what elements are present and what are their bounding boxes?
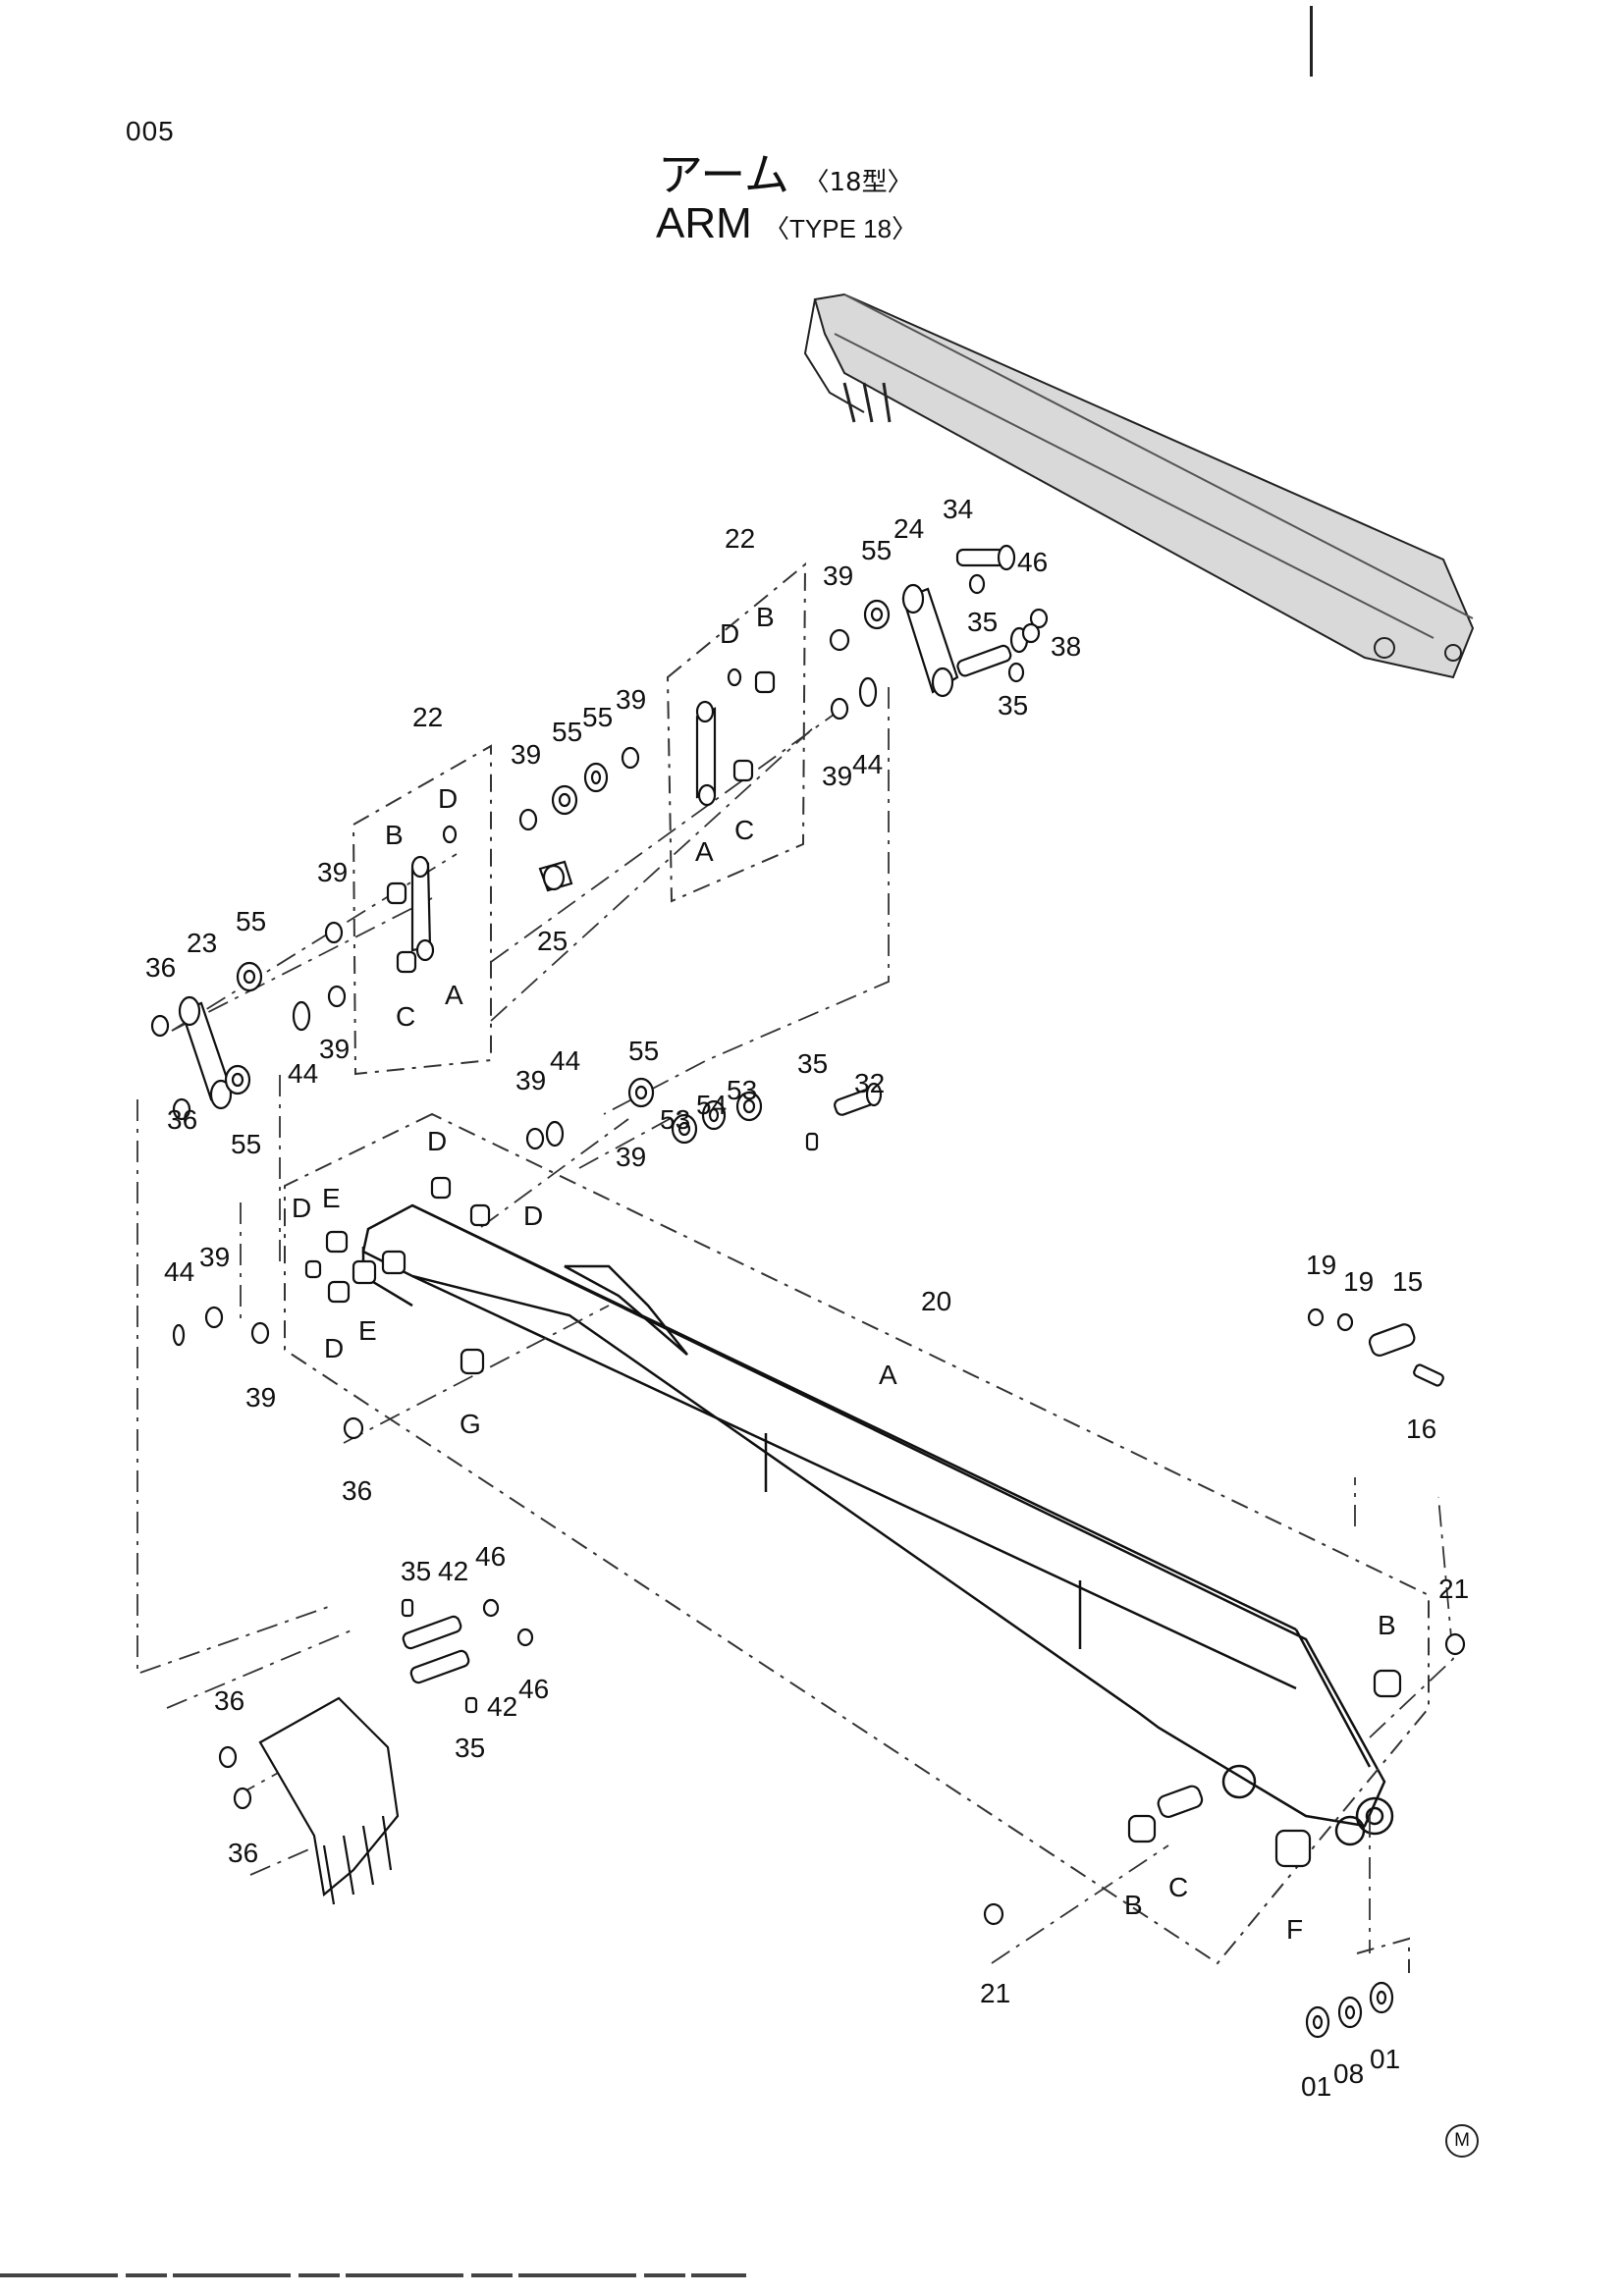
- callout: F: [1286, 1914, 1303, 1945]
- callout: 53: [660, 1104, 690, 1135]
- callout: 01: [1370, 2044, 1400, 2074]
- callout: 39: [199, 1242, 230, 1272]
- callout: B: [756, 602, 775, 632]
- margin-rule: [1310, 6, 1313, 77]
- callout: 35: [455, 1733, 485, 1763]
- title-ja-main: アーム: [658, 148, 789, 201]
- callout: 24: [893, 513, 924, 544]
- callout: 35: [967, 607, 998, 637]
- callout: 19: [1343, 1266, 1374, 1297]
- title-japanese: アーム 〈18型〉: [658, 139, 913, 204]
- callout: 21: [980, 1978, 1010, 2008]
- page-number: 005: [126, 116, 175, 146]
- callout: 21: [1438, 1574, 1469, 1604]
- callout: A: [445, 980, 463, 1010]
- callout: 16: [1406, 1414, 1436, 1444]
- callout: 38: [1051, 631, 1081, 662]
- title-en-sub: 〈TYPE 18〉: [764, 214, 918, 243]
- title-en-main: ARM: [656, 199, 752, 247]
- callout: 22: [412, 702, 443, 732]
- callout: 46: [518, 1674, 549, 1704]
- callout: 23: [187, 928, 217, 958]
- leader-lines: [136, 687, 1454, 1964]
- callout: 54: [696, 1090, 727, 1120]
- callout-labels: 34 46 35 38 35 24 55 39 22 B D 39 44 C A…: [145, 494, 1469, 2102]
- callout: 46: [475, 1541, 506, 1572]
- callout: 20: [921, 1286, 951, 1316]
- group-boundaries: [284, 561, 1430, 1973]
- callout: 55: [236, 906, 266, 936]
- arm-body: [361, 1203, 1394, 1846]
- callout: 55: [861, 535, 892, 565]
- callout: 42: [438, 1556, 468, 1586]
- callout: 42: [487, 1691, 517, 1722]
- footer-rule: [0, 2273, 746, 2277]
- callout: 55: [552, 717, 582, 747]
- callout: 22: [725, 523, 755, 554]
- callout: 39: [515, 1065, 546, 1095]
- parts: [150, 544, 1466, 2039]
- callout: A: [695, 836, 714, 867]
- callout: 55: [582, 702, 613, 732]
- callout: 39: [616, 684, 646, 715]
- callout: 44: [852, 749, 883, 779]
- callout: 36: [145, 952, 176, 983]
- callout: C: [396, 1001, 415, 1032]
- callout: 39: [319, 1034, 350, 1064]
- callout: 36: [342, 1475, 372, 1506]
- callout: 39: [616, 1142, 646, 1172]
- callout: D: [720, 618, 739, 649]
- callout: 36: [167, 1104, 197, 1135]
- arm-overview-thumbnail: [803, 293, 1475, 679]
- callout: B: [1124, 1890, 1143, 1920]
- callout: 39: [317, 857, 348, 887]
- callout: 35: [401, 1556, 431, 1586]
- callout: 55: [231, 1129, 261, 1159]
- callout: D: [324, 1333, 344, 1363]
- callout: B: [1378, 1610, 1396, 1640]
- callout: 36: [214, 1685, 244, 1716]
- callout: D: [292, 1193, 311, 1223]
- callout: 35: [998, 690, 1028, 721]
- title-ja-sub: 〈18型〉: [803, 168, 913, 197]
- callout: 46: [1017, 547, 1048, 577]
- callout: A: [879, 1360, 897, 1390]
- callout: 35: [797, 1048, 828, 1079]
- callout: 39: [511, 739, 541, 770]
- callout: D: [427, 1126, 447, 1156]
- callout: 36: [228, 1838, 258, 1868]
- model-mark-icon: M: [1445, 2124, 1479, 2158]
- title-english: ARM 〈TYPE 18〉: [656, 199, 917, 248]
- callout: G: [460, 1409, 481, 1439]
- callout: E: [358, 1315, 377, 1346]
- callout: 08: [1333, 2058, 1364, 2089]
- callout: 01: [1301, 2071, 1331, 2102]
- callout: 32: [854, 1068, 885, 1098]
- callout: C: [1168, 1872, 1188, 1902]
- callout: C: [734, 815, 754, 845]
- callout: 39: [245, 1382, 276, 1413]
- callout: 55: [628, 1036, 659, 1066]
- callout: D: [523, 1201, 543, 1231]
- callout: 19: [1306, 1250, 1336, 1280]
- callout: B: [385, 820, 404, 850]
- callout: E: [322, 1183, 341, 1213]
- callout: 44: [164, 1256, 194, 1287]
- callout: 34: [943, 494, 973, 524]
- callout: 25: [537, 926, 568, 956]
- callout: 39: [823, 561, 853, 591]
- callout: 53: [727, 1075, 757, 1105]
- callout: 44: [288, 1058, 318, 1089]
- callout: 39: [822, 761, 852, 791]
- callout: D: [438, 783, 458, 814]
- callout: 15: [1392, 1266, 1423, 1297]
- callout: 44: [550, 1045, 580, 1076]
